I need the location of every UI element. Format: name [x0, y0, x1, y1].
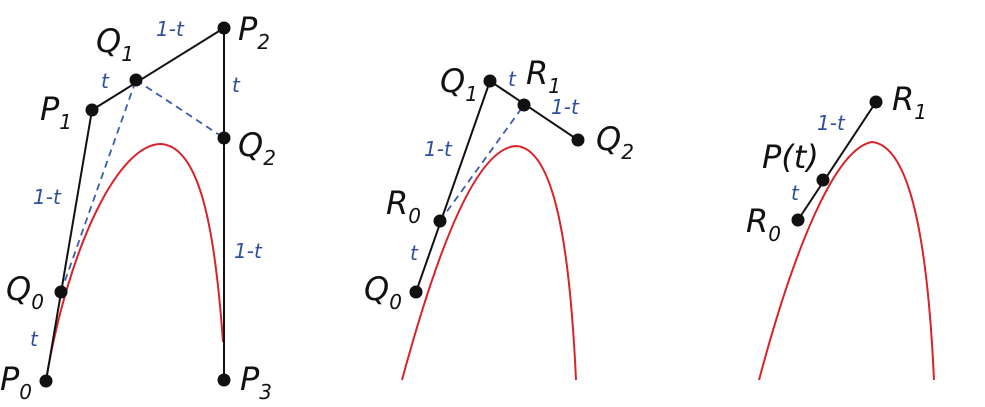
panel1-label-p0: P0 [0, 360, 32, 404]
panel1-label-p3: P3 [240, 360, 272, 404]
panel2-segment-q1-q2 [489, 80, 579, 141]
panel1-label-p2: P2 [238, 10, 270, 54]
panel1-fraction-q1-p2: 1-t [156, 17, 185, 41]
panel3-point-r0 [791, 213, 805, 227]
panel2-label-q0: Q0 [364, 270, 402, 314]
panel3-fraction-pt-r1: 1-t [817, 111, 846, 135]
panel2-dashed-r0-r1 [439, 104, 525, 222]
panel1-fraction-p1-q1: t [101, 69, 110, 93]
panel1-bezier-curve [45, 142, 224, 381]
panel2-label-q1: Q1 [440, 62, 478, 106]
panel3-label-r0: R0 [746, 202, 781, 246]
panel3-point-r1 [869, 95, 883, 109]
panel1-point-p0 [39, 374, 53, 388]
panel3-label-r1: R1 [892, 80, 927, 124]
panel3-point-pt [816, 173, 830, 187]
panel-2: Q0 R0 Q1 R1 Q2 t 1-t t 1-t [364, 54, 634, 381]
panel1-dashed-q0-q1 [60, 79, 137, 293]
panel3-label-pt: P(t) [762, 138, 819, 176]
panel1-segment-p1-p2 [91, 27, 225, 111]
panel1-point-q1 [129, 73, 143, 87]
panel2-fraction-r0-q1: 1-t [424, 137, 453, 161]
panel3-segment-r0-r1 [797, 101, 877, 221]
panel2-point-r1 [517, 98, 531, 112]
panel1-point-p2 [217, 21, 231, 35]
panel1-point-q0 [54, 285, 68, 299]
panel2-fraction-q1-r1: t [508, 67, 517, 91]
panel1-dashed-q1-q2 [135, 79, 225, 139]
panel2-label-q2: Q2 [596, 120, 634, 164]
panel2-label-r0: R0 [386, 184, 421, 228]
panel2-point-r0 [433, 214, 447, 228]
panel2-point-q0 [409, 285, 423, 299]
panel1-point-q2 [217, 131, 231, 145]
panel1-label-q1: Q1 [96, 22, 134, 66]
panel2-point-q1 [483, 74, 497, 88]
panel3-bezier-curve [758, 140, 935, 381]
panel1-point-p1 [85, 103, 99, 117]
panel1-label-q0: Q0 [6, 270, 44, 314]
panel1-point-p3 [217, 373, 231, 387]
panel1-fraction-q2-p3: 1-t [234, 239, 263, 263]
panel2-point-q2 [571, 133, 585, 147]
panel1-segment-p0-p1 [45, 109, 93, 382]
panel1-fraction-p2-q2: t [232, 73, 241, 97]
panel1-fraction-p0-q0: t [30, 327, 39, 351]
panel1-label-q2: Q2 [238, 126, 276, 170]
panel2-segment-q0-q1 [415, 80, 491, 293]
panel1-fraction-q0-p1: 1-t [33, 185, 62, 209]
panel2-label-r1: R1 [526, 54, 561, 98]
panel2-bezier-curve [401, 144, 577, 381]
panel-1: P0 Q0 P1 Q1 P2 Q2 P3 t 1-t t 1-t t 1-t [0, 10, 276, 404]
panel2-fraction-r1-q2: 1-t [551, 95, 580, 119]
panel3-fraction-r0-pt: t [791, 181, 800, 205]
panel1-label-p1: P1 [40, 90, 72, 134]
panel-3: R0 P(t) R1 t 1-t [746, 80, 935, 381]
panel2-fraction-q0-r0: t [410, 241, 419, 265]
